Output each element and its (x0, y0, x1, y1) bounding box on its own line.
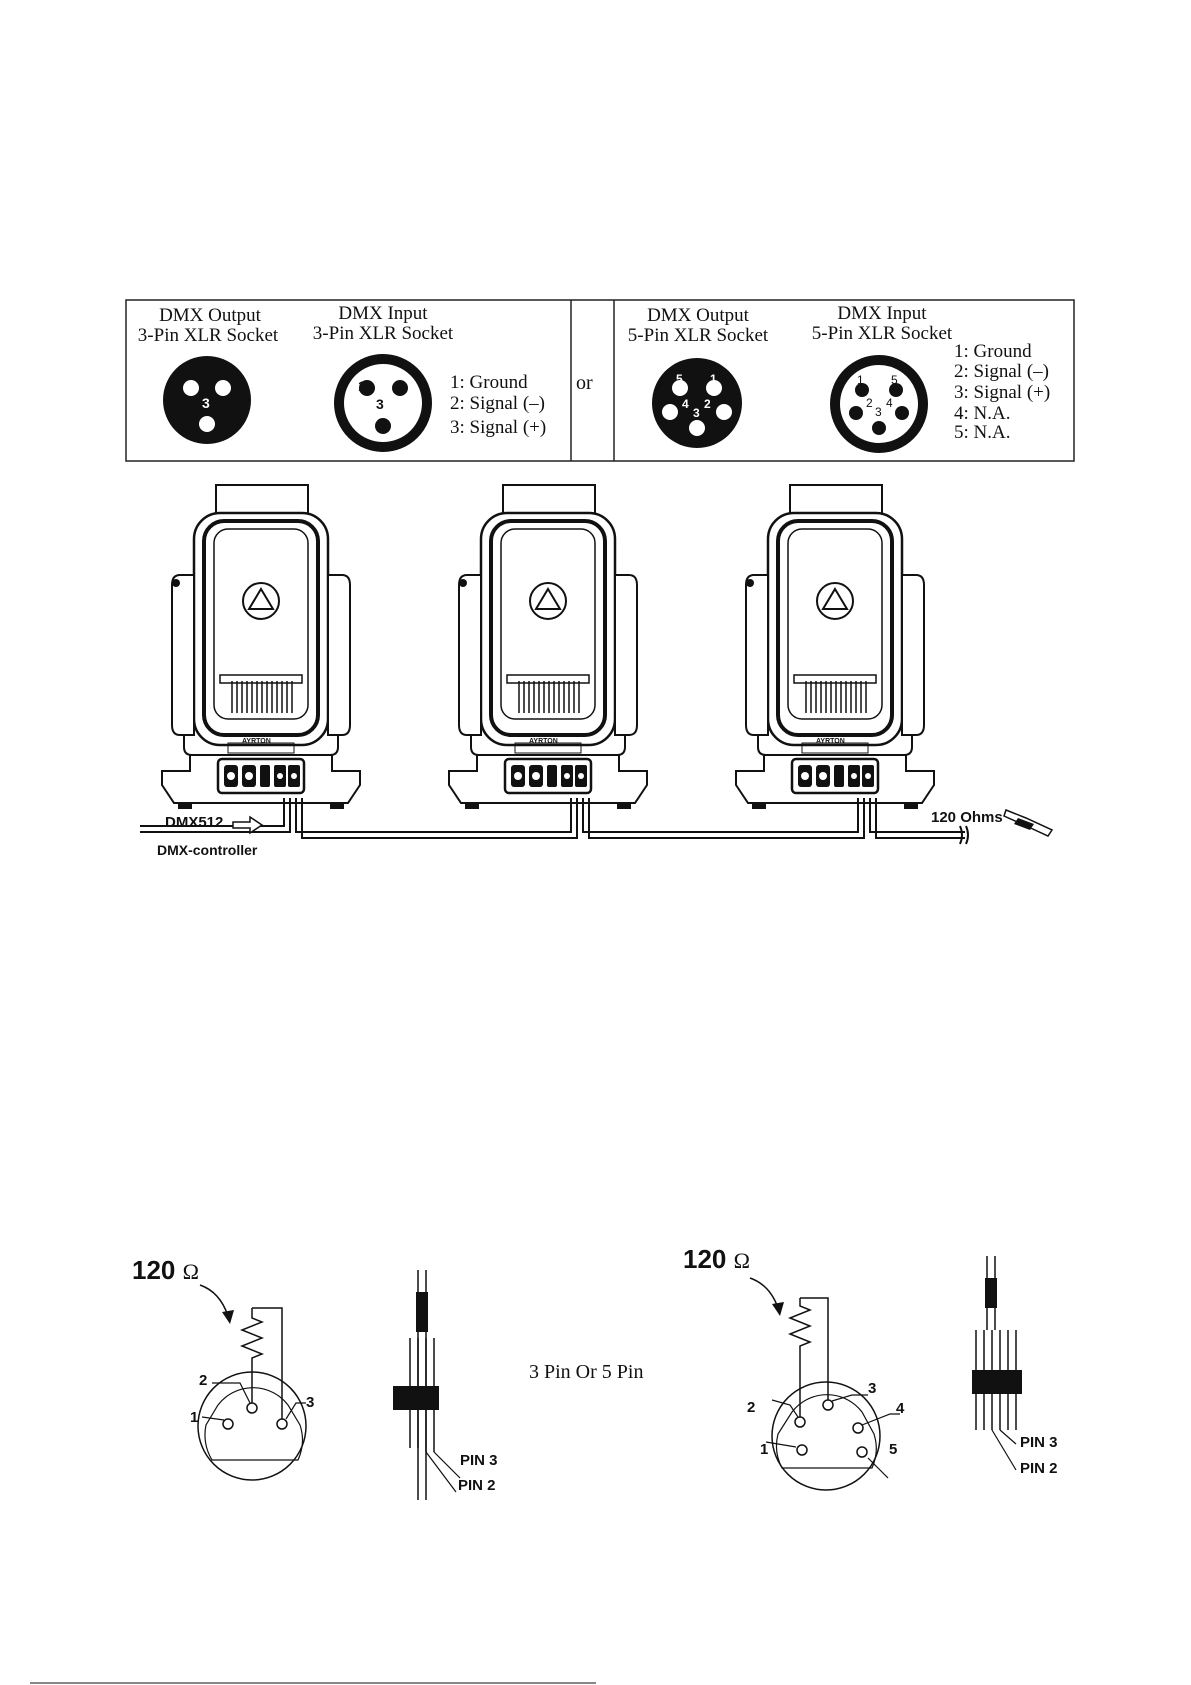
pin-label: 3 (868, 1380, 877, 1397)
legend-5pin-item: 3: Signal (+) (954, 382, 1051, 403)
fixture-brand-label: AYRTON (529, 738, 558, 745)
terminator-120-ohms-label: 120 Ohms (931, 809, 1003, 826)
pin-label: 1 (358, 378, 366, 394)
pin-label: 1 (218, 377, 226, 393)
pin-label: 4 (896, 1400, 905, 1417)
pin-label: 2 (394, 378, 402, 394)
pin-label: 3 (693, 406, 700, 420)
dmx-input-3pin-subtitle: 3-Pin XLR Socket (312, 323, 454, 344)
pin-label: 3 (875, 405, 882, 419)
terminator-plug-icon (1003, 809, 1054, 837)
dmx-output-5pin-subtitle: 5-Pin XLR Socket (627, 325, 769, 346)
dmx-input-5pin-title: DMX Input (837, 303, 927, 324)
pin-label: 2 (704, 397, 711, 411)
terminator-3pin-plug-side (393, 1270, 461, 1500)
dmx-output-5pin-title: DMX Output (647, 305, 749, 326)
legend-3pin-item: 3: Signal (+) (450, 417, 547, 438)
terminator-5pin-plug-side (972, 1256, 1022, 1471)
legend-3pin-item: 2: Signal (–) (450, 393, 545, 414)
pin-label: 5 (889, 1441, 898, 1458)
plug-pin2-label: PIN 2 (1020, 1460, 1058, 1477)
pin-label: 2 (866, 396, 873, 410)
dmx-output-3pin-subtitle: 3-Pin XLR Socket (137, 325, 279, 346)
fixture-chain (140, 483, 1054, 845)
resistor-value-label: 120 Ω (132, 1255, 199, 1285)
legend-5pin-item: 4: N.A. (954, 403, 1011, 424)
pin-label: 3 (202, 395, 210, 411)
or-label: or (576, 372, 593, 394)
connector-legend-box (125, 299, 1075, 462)
terminator-5pin-diagram (749, 1277, 900, 1491)
plug-pin3-label: PIN 3 (1020, 1434, 1058, 1451)
dmx-controller-label: DMX-controller (157, 842, 258, 858)
resistor-value-label: 120 Ω (683, 1244, 750, 1274)
pin-label: 1 (710, 372, 717, 386)
xlr3-output-socket-icon (163, 356, 251, 444)
pin-label: 4 (682, 397, 689, 411)
pin-label: 3 (376, 396, 384, 412)
fixture-brand-label: AYRTON (816, 738, 845, 745)
pin-label: 1 (190, 1409, 199, 1426)
dmx512-label: DMX512 (165, 814, 224, 831)
fixture-3-icon (734, 483, 936, 811)
xlr5-output-socket-icon (652, 358, 742, 448)
pin-label: 2 (186, 377, 194, 393)
fixture-1-icon (160, 483, 362, 811)
plug-pin2-label: PIN 2 (458, 1477, 496, 1494)
pin-label: 2 (199, 1372, 208, 1389)
legend-3pin-item: 1: Ground (450, 372, 528, 393)
pin-label: 5 (676, 372, 683, 386)
pin-label: 3 (306, 1394, 315, 1411)
dmx-input-5pin-subtitle: 5-Pin XLR Socket (811, 323, 953, 344)
pin-label: 1 (760, 1441, 769, 1458)
legend-5pin-item: 2: Signal (–) (954, 361, 1049, 382)
dmx-output-3pin-title: DMX Output (159, 305, 261, 326)
plug-pin3-label: PIN 3 (460, 1452, 498, 1469)
ohm-symbol: Ω (733, 1248, 750, 1273)
legend-5pin-item: 5: N.A. (954, 422, 1011, 443)
xlr3-input-socket-icon (334, 354, 432, 452)
pin-label: 2 (747, 1399, 756, 1416)
xlr5-input-socket-icon (830, 355, 928, 453)
pin-label: 4 (886, 396, 893, 410)
terminator-3pin-diagram (197, 1284, 307, 1481)
fixture-2-icon (447, 483, 649, 811)
ohm-symbol: Ω (182, 1259, 199, 1284)
pin-label: 5 (891, 373, 898, 387)
legend-5pin-item: 1: Ground (954, 341, 1032, 362)
fixture-brand-label: AYRTON (242, 738, 271, 745)
dmx-arrow-icon (232, 815, 264, 835)
dmx-input-3pin-title: DMX Input (338, 303, 428, 324)
pin-option-label: 3 Pin Or 5 Pin (529, 1361, 644, 1383)
dmx-cable (140, 798, 969, 845)
pin-label: 1 (857, 373, 864, 387)
